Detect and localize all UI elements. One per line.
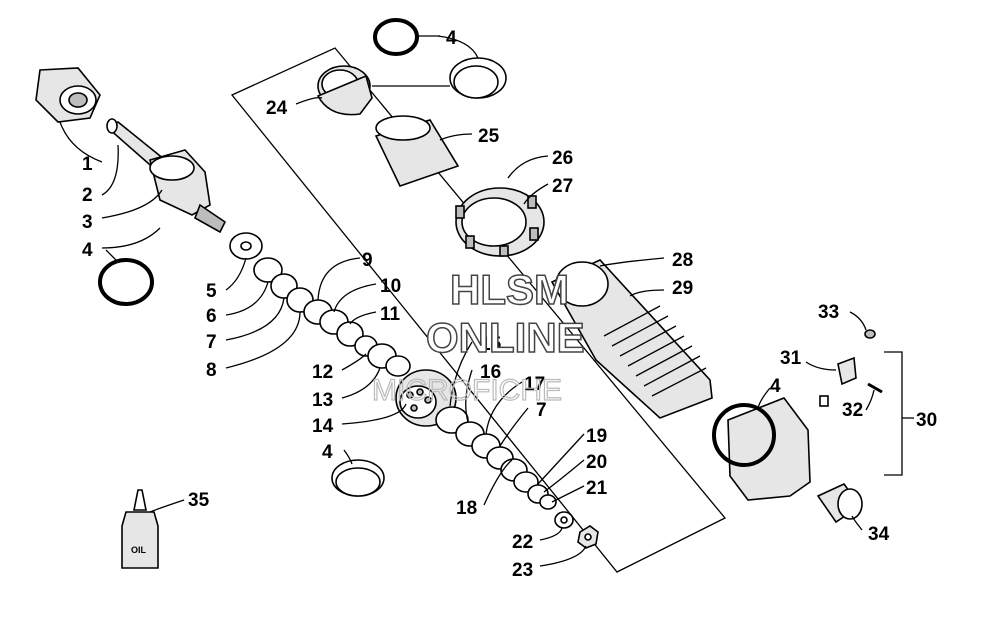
group-bracket-30 [884, 351, 903, 476]
callout-16: 16 [480, 362, 501, 383]
part-washer-5 [229, 232, 263, 260]
callout-30: 30 [916, 410, 937, 431]
part-oring-4a [98, 258, 154, 306]
part-oring-4a-top [373, 18, 419, 56]
part-body-28-29 [550, 259, 713, 419]
callout-31: 31 [780, 348, 802, 369]
callout-15: 15 [480, 334, 502, 355]
callout-1: 1 [82, 154, 93, 175]
oil-bottle-label: OIL [131, 545, 147, 555]
part-shims-9-13 [303, 299, 411, 377]
callout-13: 13 [312, 390, 333, 411]
part-piston-ring-4c [331, 459, 385, 497]
callout-22: 22 [512, 532, 533, 553]
callout-34: 34 [868, 524, 890, 545]
callout-2: 2 [82, 185, 93, 206]
watermark: HLSM ONLINE MICROFICHE [371, 265, 585, 407]
part-bushing-4b [449, 57, 507, 99]
callout-28: 28 [672, 250, 693, 271]
callout-7b: 7 [536, 400, 547, 421]
callout-4c: 4 [322, 442, 333, 463]
callout-4a: 4 [82, 240, 93, 261]
callout-33: 33 [818, 302, 839, 323]
callout-17: 17 [524, 374, 545, 395]
callout-9: 9 [362, 250, 373, 271]
callout-4d: 4 [770, 376, 781, 397]
part-shims-15-21 [435, 406, 557, 510]
callout-21: 21 [586, 478, 608, 499]
part-sleeve-25 [374, 115, 460, 187]
callout-35: 35 [188, 490, 210, 511]
callout-10: 10 [380, 276, 401, 297]
oil-bottle-35: OIL [121, 489, 159, 569]
part-valve-31-33 [819, 329, 883, 407]
callout-7a: 7 [206, 332, 217, 353]
exploded-view-frame [230, 47, 727, 573]
callout-4b: 4 [446, 28, 457, 49]
callout-27: 27 [552, 176, 573, 197]
callout-3: 3 [82, 212, 93, 233]
callout-25: 25 [478, 126, 500, 147]
leader-lines [59, 35, 875, 567]
callout-19: 19 [586, 426, 607, 447]
callout-11: 11 [380, 304, 401, 325]
watermark-line2: ONLINE [426, 314, 585, 361]
part-seal-head-24 [316, 65, 373, 116]
callout-6: 6 [206, 306, 217, 327]
callout-8: 8 [206, 360, 217, 381]
part-reservoir-body-4d [712, 397, 811, 501]
callout-32: 32 [842, 400, 863, 421]
callout-14: 14 [312, 416, 334, 437]
part-washer-22 [554, 511, 574, 529]
part-bushing-1 [35, 67, 101, 123]
part-shaft-eye-3 [149, 149, 227, 234]
callout-18: 18 [456, 498, 477, 519]
callout-12: 12 [312, 362, 333, 383]
part-cap-34 [816, 482, 863, 524]
part-nut-23 [577, 525, 599, 549]
watermark-line1: HLSM [450, 266, 569, 313]
part-spring-collar-26-27 [455, 187, 545, 257]
callout-29: 29 [672, 278, 693, 299]
callout-23: 23 [512, 560, 533, 581]
callout-numbers: 1 2 3 4 5 6 7 8 9 10 11 12 13 14 4 15 16… [82, 28, 937, 581]
watermark-line3: MICROFICHE [372, 374, 562, 407]
callout-26: 26 [552, 148, 573, 169]
callout-5: 5 [206, 281, 217, 302]
callout-24: 24 [266, 98, 288, 119]
callout-20: 20 [586, 452, 607, 473]
